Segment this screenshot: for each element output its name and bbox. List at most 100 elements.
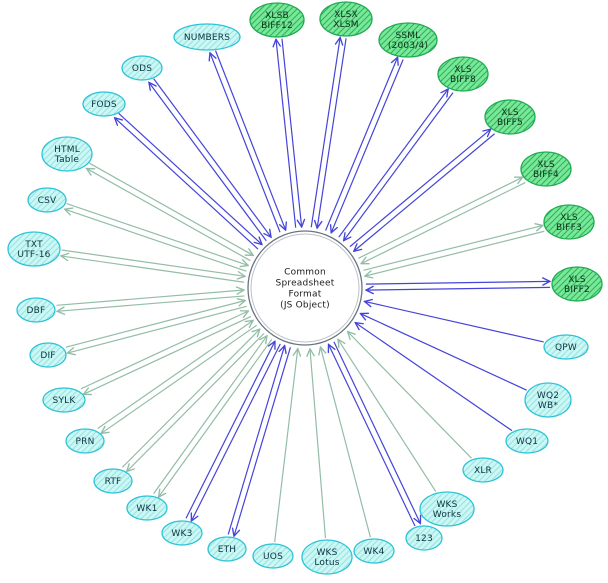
edge-write-csv xyxy=(65,209,247,272)
edge-read-prn xyxy=(97,320,254,430)
edge-read-wq1 xyxy=(355,323,513,432)
edge-write-ods xyxy=(149,82,267,242)
edge-write-html-table xyxy=(87,168,251,262)
format-node-label: DBF xyxy=(27,306,46,316)
format-node-label: CSV xyxy=(38,196,57,206)
edge-read-wk4 xyxy=(320,347,371,538)
edge-write-fods xyxy=(115,118,259,250)
edge-write-prn xyxy=(101,324,257,433)
format-node-prn: PRN xyxy=(65,428,105,454)
edge-write-xls-biff2 xyxy=(365,281,550,284)
edge-write-xls-biff5 xyxy=(349,129,491,248)
edge-write-xls-biff4 xyxy=(358,177,522,259)
format-node-shape xyxy=(65,428,105,454)
edge-write-xlsx xyxy=(310,37,340,228)
format-node-shape xyxy=(462,457,504,483)
format-node-wk1: WK1 xyxy=(126,495,168,521)
format-node-label: SSML(2003/4) xyxy=(388,31,428,51)
format-node-shape xyxy=(319,1,373,37)
edge-write-dif xyxy=(67,305,247,353)
format-node-shape xyxy=(484,99,536,135)
format-node-shape xyxy=(520,151,572,187)
format-node-ssml: SSML(2003/4) xyxy=(378,22,438,58)
format-node-label: SYLK xyxy=(53,396,77,406)
format-node-shape xyxy=(29,342,67,368)
format-node-fods: FODS xyxy=(82,91,126,117)
format-node-label: WK4 xyxy=(363,547,384,557)
format-node-label: RTF xyxy=(105,477,122,487)
edge-read-wks-works xyxy=(338,339,437,492)
format-node-shape xyxy=(419,491,475,527)
format-node-qpw: QPW xyxy=(543,334,589,360)
format-node-shape xyxy=(551,266,603,302)
edge-read-xls-biff2 xyxy=(366,287,551,290)
format-node-csv: CSV xyxy=(27,187,67,213)
format-node-dif: DIF xyxy=(29,342,67,368)
format-node-shape xyxy=(378,22,438,58)
format-node-label: 123 xyxy=(415,534,433,544)
format-node-shape xyxy=(42,387,86,413)
edge-read-xlsx xyxy=(317,38,347,228)
format-node-shape xyxy=(173,23,241,51)
edge-read-wq2-wb xyxy=(360,314,527,391)
format-node-shape xyxy=(252,543,294,569)
edge-write-xls-biff3 xyxy=(363,225,542,271)
format-node-shape xyxy=(82,91,126,117)
format-node-label: ETH xyxy=(218,545,237,555)
edge-read-rtf xyxy=(121,329,259,468)
format-node-sylk: SYLK xyxy=(42,387,86,413)
edge-read-xls-biff4 xyxy=(361,182,526,264)
edge-write-txt-utf16 xyxy=(61,256,245,283)
center-circle xyxy=(247,230,363,346)
edge-read-xlsb xyxy=(281,38,302,227)
format-node-shape xyxy=(301,539,353,575)
edge-read-numbers xyxy=(214,50,286,230)
edge-read-fods xyxy=(118,112,262,244)
format-node-rtf: RTF xyxy=(93,468,133,494)
format-node-label: FODS xyxy=(91,100,117,110)
format-node-shape xyxy=(405,525,443,551)
edge-write-wk1 xyxy=(159,338,273,497)
edge-read-wk3 xyxy=(185,341,275,519)
format-node-label: QPW xyxy=(555,343,577,353)
format-node-123: 123 xyxy=(405,525,443,551)
format-node-shape xyxy=(524,382,572,418)
format-node-numbers: NUMBERS xyxy=(173,23,241,51)
format-node-label: XLR xyxy=(474,466,492,476)
format-node-shape xyxy=(543,334,589,360)
edge-write-eth xyxy=(234,347,291,536)
edge-write-xlsb xyxy=(276,39,297,228)
format-node-label: WK3 xyxy=(171,529,192,539)
format-node-label: WK1 xyxy=(136,504,157,514)
format-node-wq1: WQ1 xyxy=(505,428,549,454)
edge-write-numbers xyxy=(210,53,281,233)
format-node-label: PRN xyxy=(75,437,94,447)
edge-read-wk1 xyxy=(153,336,267,494)
edge-read-ods xyxy=(153,78,271,237)
edge-read-csv xyxy=(66,202,249,266)
format-node-ods: ODS xyxy=(121,55,163,81)
format-node-xlr: XLR xyxy=(462,457,504,483)
format-node-label: UOS xyxy=(263,552,283,562)
edge-read-uos xyxy=(274,349,298,543)
center-circle-inner xyxy=(250,233,360,343)
format-node-wk3: WK3 xyxy=(161,520,203,546)
format-node-label: NUMBERS xyxy=(184,33,230,43)
